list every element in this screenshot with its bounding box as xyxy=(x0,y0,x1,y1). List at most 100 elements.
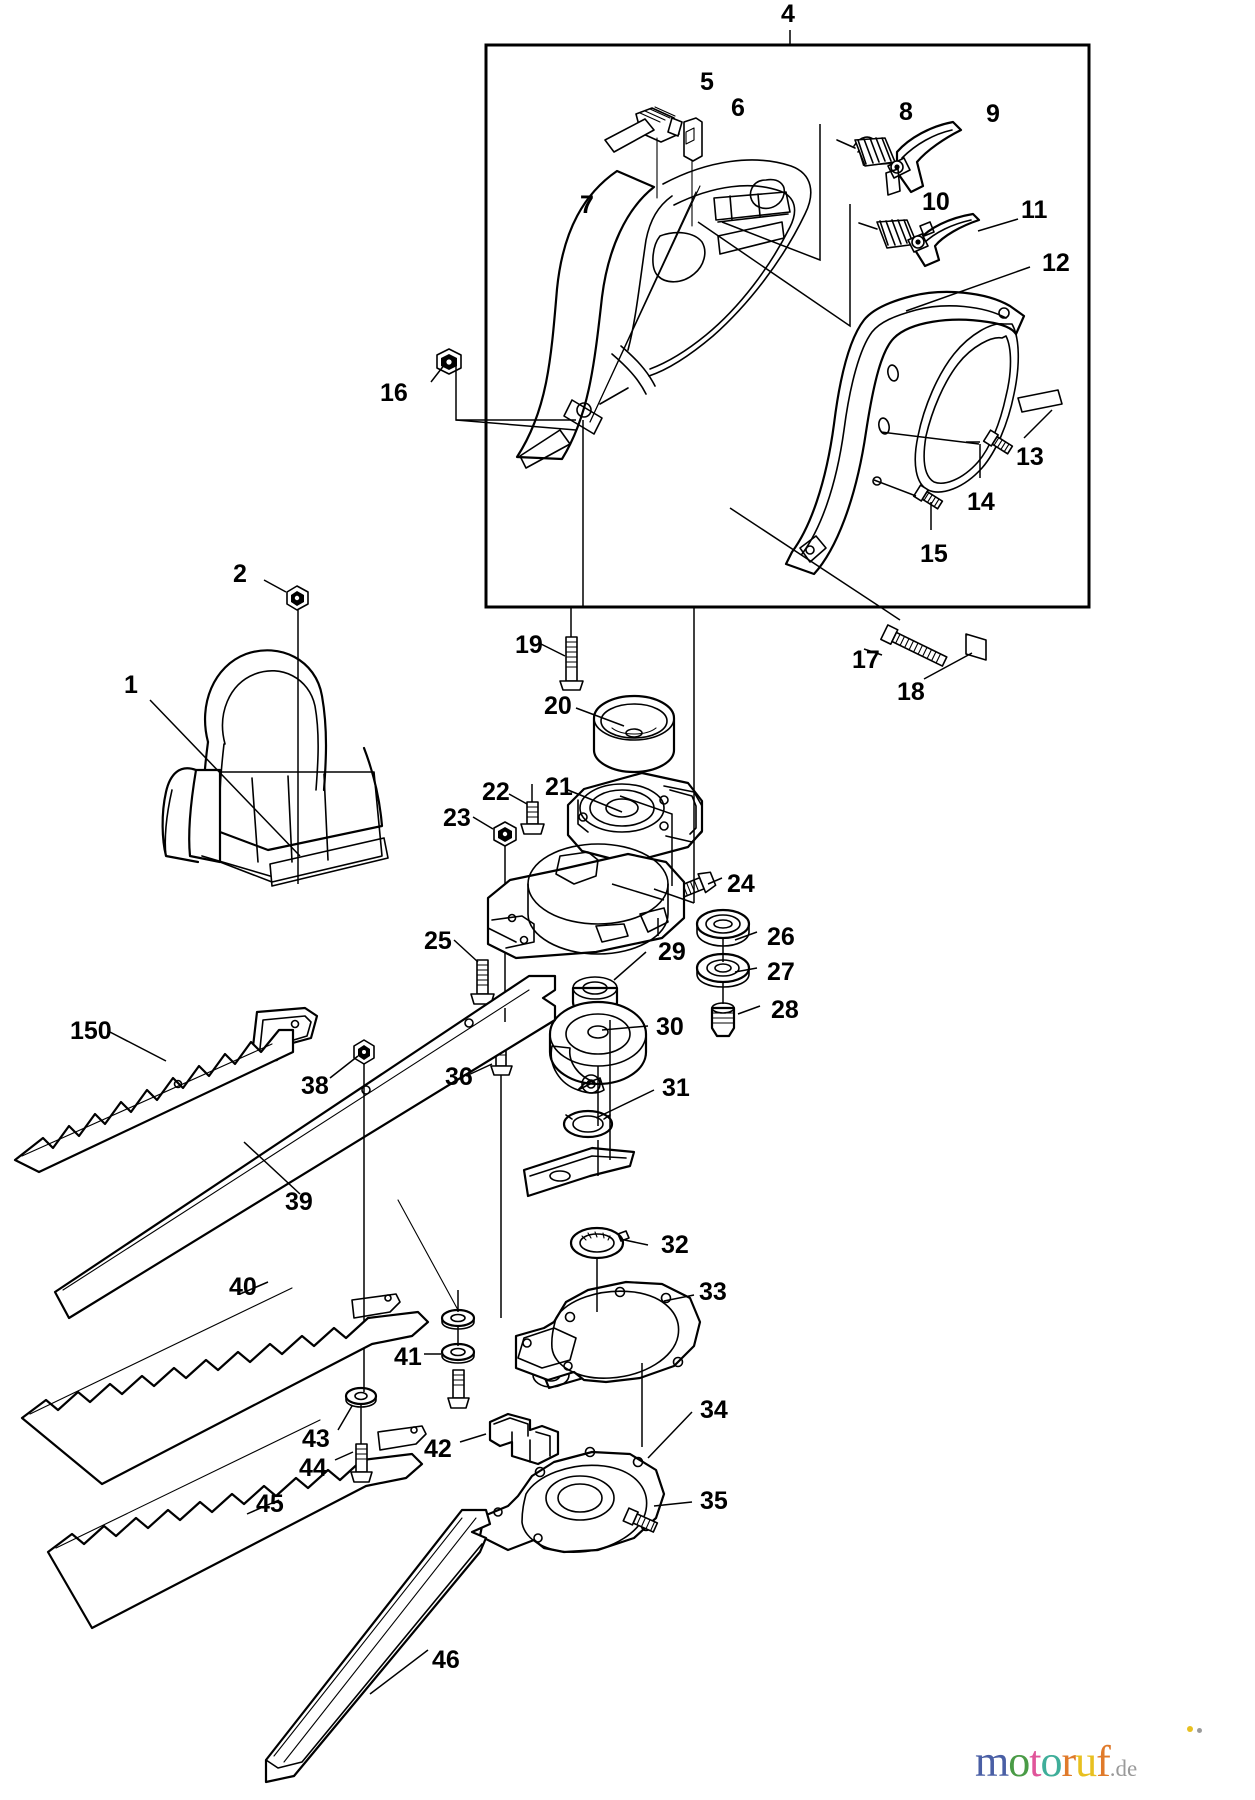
part-41-washer-upper xyxy=(397,1199,476,1330)
callout-12: 12 xyxy=(1042,249,1070,277)
callout-9: 9 xyxy=(986,100,1000,128)
callout-24: 24 xyxy=(727,870,755,898)
part-11-lock-lever xyxy=(697,204,1019,328)
gearbox-lower-shell xyxy=(486,795,686,960)
callout-13: 13 xyxy=(1016,443,1044,471)
callout-7: 7 xyxy=(580,191,594,219)
part-22-bolt xyxy=(508,784,545,835)
part-8-spring xyxy=(836,136,896,167)
part-12-rear-handle xyxy=(784,266,1031,576)
part-40-middle-blade xyxy=(20,1281,430,1486)
callout-35: 35 xyxy=(700,1487,728,1515)
callout-36: 36 xyxy=(445,1063,473,1091)
part-7-handle-housing xyxy=(515,159,812,469)
part-43-washer xyxy=(337,1386,378,1431)
part-20-clutch-drum xyxy=(575,694,676,774)
part-25-bolt xyxy=(453,939,495,1005)
part-34-gearcase-body xyxy=(478,1411,693,1554)
callout-14: 14 xyxy=(967,488,995,516)
watermark-suffix: .de xyxy=(1109,1756,1138,1781)
callout-26: 26 xyxy=(767,923,795,951)
callout-150: 150 xyxy=(70,1017,112,1045)
callout-10: 10 xyxy=(922,188,950,216)
part-13-nameplate xyxy=(1017,389,1063,439)
callout-17: 17 xyxy=(852,646,880,674)
part-6-key xyxy=(683,117,703,227)
callout-40: 40 xyxy=(229,1273,257,1301)
part-19-bolt xyxy=(540,607,584,691)
callout-21: 21 xyxy=(545,773,573,801)
part-17-long-bolt xyxy=(863,624,948,667)
watermark-letter-0: m xyxy=(975,1737,1009,1786)
part-31-circlip xyxy=(562,1089,655,1139)
assembly-group-box xyxy=(484,30,1091,609)
callout-31: 31 xyxy=(662,1074,690,1102)
callout-32: 32 xyxy=(661,1231,689,1259)
callout-11: 11 xyxy=(1021,196,1048,224)
connecting-rod xyxy=(522,1146,636,1198)
part-41-bolt xyxy=(447,1369,470,1409)
part-36-bolt xyxy=(465,1039,513,1300)
watermark-letter-4: r xyxy=(1061,1737,1076,1786)
part-21-gearbox-housing xyxy=(566,771,704,865)
part-42-clamp-block xyxy=(459,1412,560,1466)
part-39-blade-bar xyxy=(53,974,557,1320)
watermark-letter-1: o xyxy=(1008,1737,1030,1786)
callout-2: 2 xyxy=(233,560,247,588)
callout-18: 18 xyxy=(897,678,925,706)
callout-5: 5 xyxy=(700,68,714,96)
part-46-guide-rail xyxy=(264,1508,492,1784)
callout-29: 29 xyxy=(658,938,686,966)
part-30-crank-gear xyxy=(548,1000,649,1094)
watermark-letter-6: f xyxy=(1096,1737,1111,1786)
watermark-letter-5: u xyxy=(1075,1737,1097,1786)
callout-46: 46 xyxy=(432,1646,460,1674)
callout-42: 42 xyxy=(424,1435,452,1463)
callout-45: 45 xyxy=(256,1490,284,1518)
callout-8: 8 xyxy=(899,98,913,126)
callout-1: 1 xyxy=(124,671,138,699)
callout-23: 23 xyxy=(443,804,471,832)
callout-34: 34 xyxy=(700,1396,728,1424)
callout-15: 15 xyxy=(920,540,948,568)
part-44-bolt xyxy=(334,1443,373,1483)
part-26-bearing xyxy=(695,908,758,947)
callout-43: 43 xyxy=(302,1425,330,1453)
callout-6: 6 xyxy=(731,94,745,122)
part-5-switch-cable xyxy=(604,106,683,199)
part-1-front-guard xyxy=(149,649,389,887)
callout-27: 27 xyxy=(767,958,795,986)
part-41-washer xyxy=(424,1342,476,1364)
part-23-nut xyxy=(472,816,517,1008)
watermark-dot-1 xyxy=(1187,1726,1193,1732)
callout-20: 20 xyxy=(544,692,572,720)
part-10-spring xyxy=(858,219,918,249)
callout-28: 28 xyxy=(771,996,799,1024)
watermark-letter-2: t xyxy=(1029,1737,1041,1786)
part-35-screw xyxy=(622,1501,693,1533)
callout-41: 41 xyxy=(394,1343,422,1371)
callout-44: 44 xyxy=(299,1454,327,1482)
part-32-circlip-ring xyxy=(569,1226,649,1260)
callout-22: 22 xyxy=(482,778,510,806)
callout-16: 16 xyxy=(380,379,408,407)
callout-4: 4 xyxy=(781,0,795,28)
callout-19: 19 xyxy=(515,631,543,659)
part-150-upper-blade xyxy=(13,1006,319,1174)
part-14-screw xyxy=(880,429,1014,478)
part-27-seal xyxy=(695,952,758,988)
callout-38: 38 xyxy=(301,1072,329,1100)
callout-25: 25 xyxy=(424,927,452,955)
part-45-lower-blade xyxy=(46,1419,427,1630)
part-15-screw xyxy=(873,479,944,530)
motoruf-watermark: motoruf.de xyxy=(975,1740,1137,1784)
part-2-nut xyxy=(263,579,309,884)
part-16-nut xyxy=(430,348,577,431)
callout-33: 33 xyxy=(699,1278,727,1306)
callout-30: 30 xyxy=(656,1013,684,1041)
part-33-gearcase-cover xyxy=(514,1280,702,1384)
part-9-trigger-lever xyxy=(721,120,963,262)
part-28-nut-cap xyxy=(710,1002,761,1038)
